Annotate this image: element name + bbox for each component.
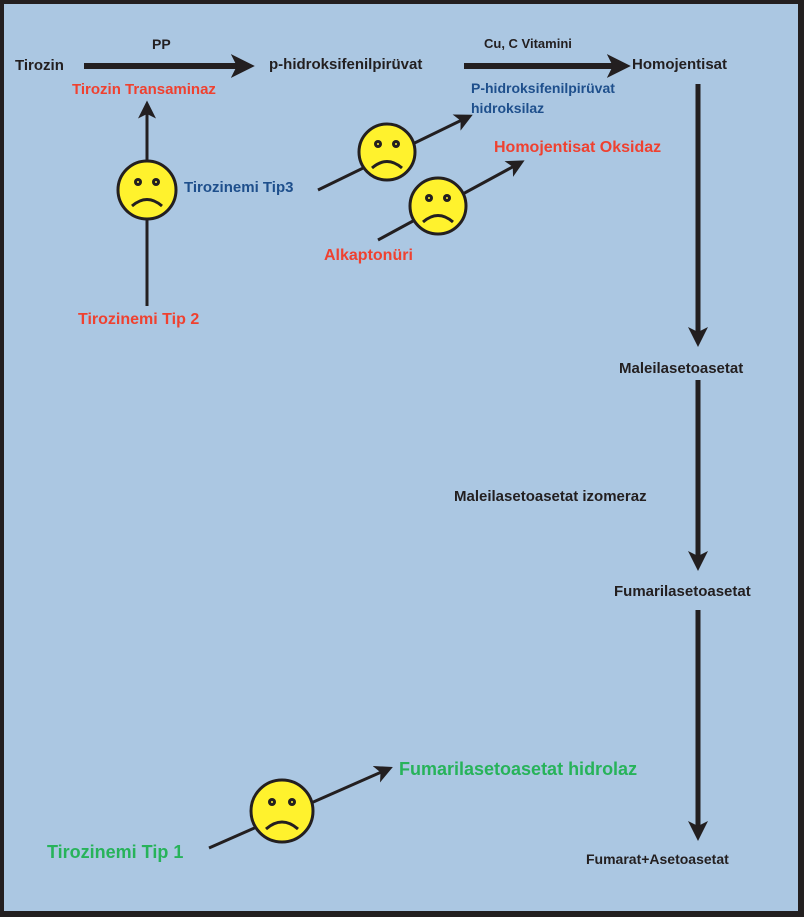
enzyme-phpp-hidroksilaz-line1: P-hidroksifenilpirüvat: [471, 80, 615, 96]
metabolite-maleilasetoasetat: Maleilasetoasetat: [619, 360, 744, 377]
disease-tirozinemi-tip1: Tirozinemi Tip 1: [47, 842, 184, 862]
metabolite-homojentisat: Homojentisat: [632, 56, 728, 73]
enzyme-fumarilasetoasetat-hidrolaz: Fumarilasetoasetat hidrolaz: [399, 759, 638, 779]
disease-alkaptonuri: Alkaptonüri: [324, 247, 413, 264]
cofactor-cu-c-vitamini: Cu, C Vitamini: [484, 36, 572, 51]
disease-tirozinemi-tip2: Tirozinemi Tip 2: [78, 311, 200, 328]
enzyme-maleilasetoasetat-izomeraz: Maleilasetoasetat izomeraz: [454, 488, 647, 505]
metabolite-tirozin: Tirozin: [15, 57, 64, 74]
enzyme-homojentisat-oksidaz: Homojentisat Oksidaz: [494, 139, 662, 156]
metabolite-fumarilasetoasetat: Fumarilasetoasetat: [614, 583, 751, 600]
sad-face-icon: [116, 159, 178, 221]
metabolite-fumarat-asetoasetat: Fumarat+Asetoasetat: [586, 851, 729, 867]
sad-face-icon: [357, 122, 417, 182]
enzyme-tirozin-transaminaz: Tirozin Transaminaz: [72, 81, 216, 98]
diagram-canvas: Tirozin p-hidroksifenilpirüvat Homojenti…: [4, 4, 798, 911]
enzyme-phpp-hidroksilaz-line2: hidroksilaz: [471, 100, 545, 116]
sad-face-icon: [408, 176, 468, 236]
sad-face-icon: [249, 778, 315, 844]
pathway-diagram: [84, 54, 708, 850]
metabolite-p-hidroksifenilpiruvat: p-hidroksifenilpirüvat: [269, 56, 423, 73]
disease-tirozinemi-tip3: Tirozinemi Tip3: [184, 179, 294, 196]
cofactor-pp: PP: [152, 36, 171, 52]
